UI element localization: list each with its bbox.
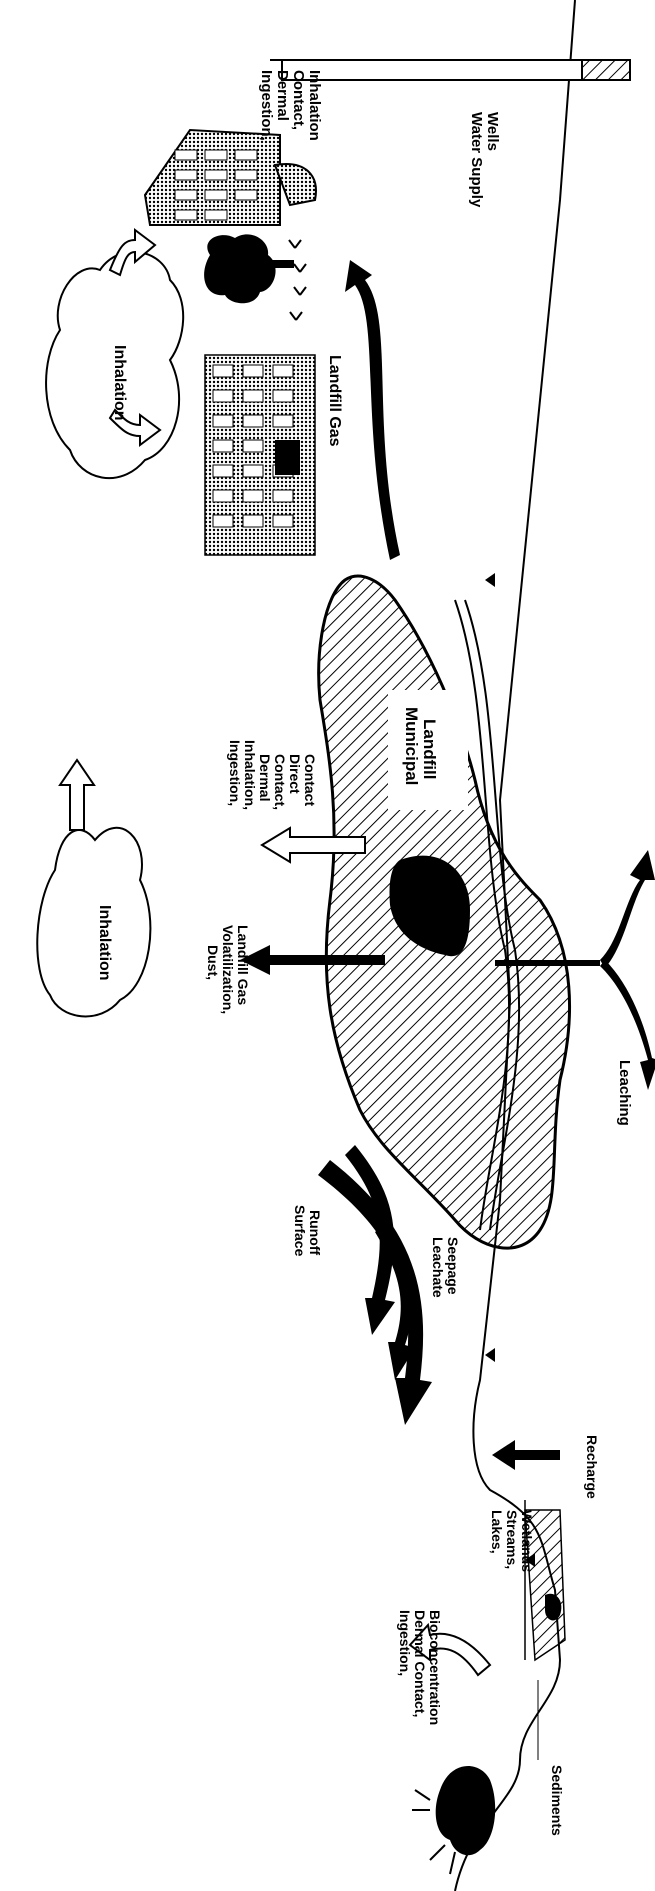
inhalation-label-2: Inhalation	[96, 905, 113, 981]
surface-runoff-label: Surface Runoff	[292, 1205, 323, 1260]
leaching-label: Leaching	[616, 1060, 633, 1126]
water-supply-wells-label: Water Supply Wells	[468, 112, 501, 211]
ingestion-bioconcentration-label: Ingestion, Dermal Contact, Bioconcentrat…	[397, 1610, 443, 1725]
cloud-icon	[37, 828, 150, 1017]
recharge-label: Recharge	[584, 1435, 600, 1499]
landfill-gas-label: Landfill Gas	[326, 355, 343, 447]
inhalation-label-1: Inhalation	[111, 345, 128, 421]
cow-icon	[412, 1766, 495, 1874]
landfill-gas-arrow	[345, 260, 400, 560]
recharge-arrow	[492, 1440, 560, 1470]
office-building-icon	[205, 355, 315, 555]
well-icon	[270, 60, 630, 80]
lakes-streams-wetlands-label: Lakes, Streams, Wetlands	[489, 1510, 535, 1573]
tree-icon	[204, 234, 294, 303]
municipal-landfill-label: Municipal Landfill	[402, 707, 439, 790]
ingestion-inhalation-top-label: Ingestion, Dermal Contact, Inhalation	[258, 70, 323, 145]
ingestion-direct-contact-label: Ingestion, Inhalation, Dermal Contact, D…	[227, 740, 318, 814]
dust-volatilization-label: Dust, Volatilization, Landfill Gas	[205, 925, 251, 1018]
sediments-label: Sediments	[549, 1765, 565, 1836]
grass-icon	[289, 240, 306, 320]
leachate-seepage-label: Leachate Seepage	[430, 1237, 461, 1302]
house-icon	[145, 130, 316, 225]
